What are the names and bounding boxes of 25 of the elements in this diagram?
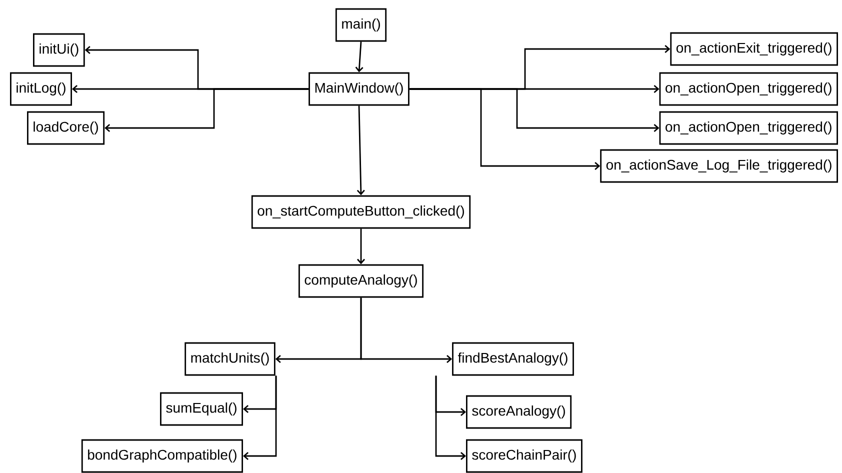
function-box: computeAnalogy(): [298, 264, 424, 298]
function-box: sumEqual(): [160, 392, 243, 426]
function-box: findBestAnalogy(): [452, 342, 574, 376]
arrow: [243, 376, 277, 460]
function-box: on_startComputeButton_clicked(): [251, 195, 471, 229]
arrow: [435, 376, 466, 460]
function-box: on_actionOpen_triggered(): [659, 72, 838, 106]
function-box: on_actionSave_Log_File_triggered(): [600, 149, 838, 183]
function-box: on_actionOpen_triggered(): [659, 111, 838, 145]
function-box: scoreChainPair(): [466, 439, 582, 473]
arrow: [409, 88, 600, 170]
arrow: [356, 106, 365, 196]
arrow: [355, 42, 364, 72]
function-box: on_actionExit_triggered(): [670, 32, 838, 66]
arrow: [104, 88, 309, 132]
arrow: [360, 298, 452, 364]
function-box: initUi(): [33, 33, 85, 67]
function-box: loadCore(): [27, 111, 105, 145]
function-box: bondGraphCompatible(): [81, 439, 243, 473]
arrow: [356, 228, 366, 264]
function-box: matchUnits(): [184, 342, 276, 376]
function-box: initLog(): [10, 72, 72, 106]
function-box: main(): [335, 8, 387, 42]
function-box: scoreAnalogy(): [466, 395, 572, 429]
function-box: MainWindow(): [308, 72, 410, 106]
